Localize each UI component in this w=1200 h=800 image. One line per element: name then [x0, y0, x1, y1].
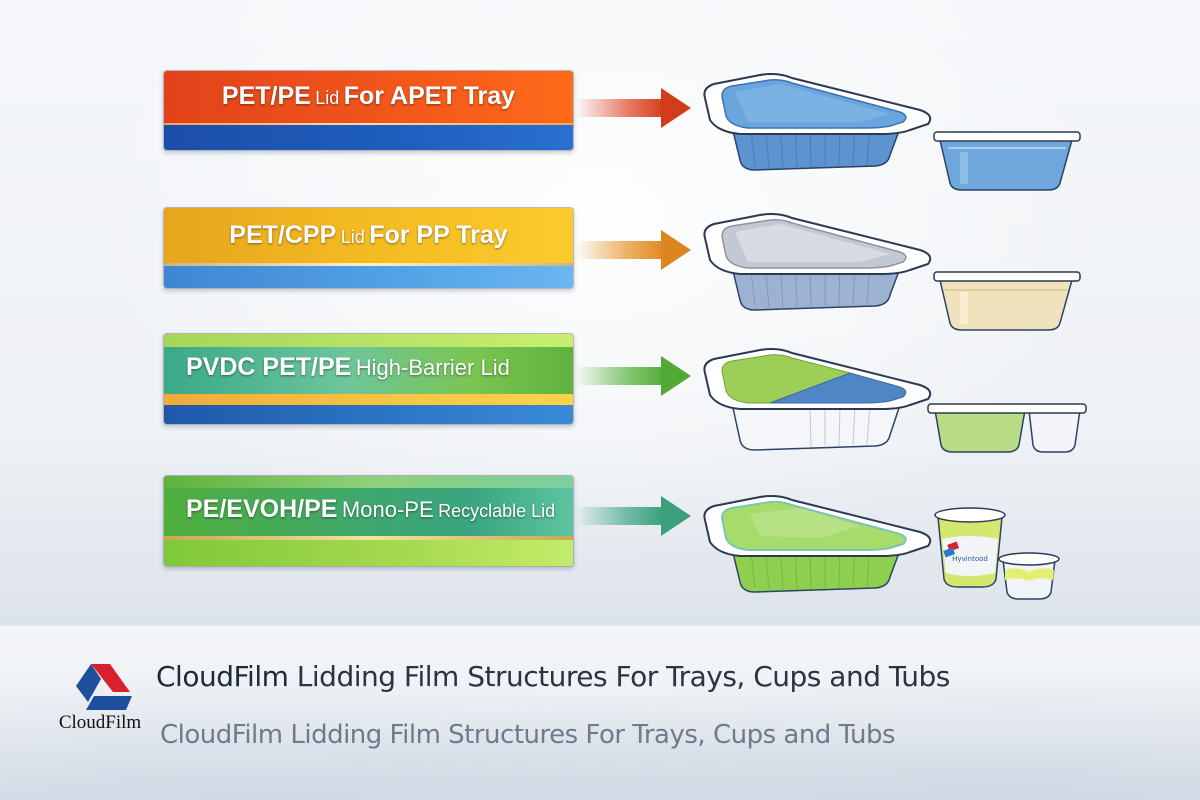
arrow-right-icon	[575, 496, 693, 536]
film-type-text: High-Barrier Lid	[355, 355, 510, 380]
film-bar-pet-cpp: PET/CPP Lid For PP Tray	[163, 207, 574, 289]
film-structure-text: PET/PE	[221, 82, 311, 110]
film-application-text: For PP Tray	[369, 221, 508, 249]
tub-large-icon: Hyvintood	[934, 507, 1006, 588]
round-cup-blue-icon	[933, 131, 1081, 191]
film-bar-pvdc-pet-pe: PVDC PET/PE High-Barrier Lid	[163, 333, 574, 425]
film-layer-adhesive	[164, 123, 573, 125]
film-layer-pe	[164, 125, 573, 150]
film-layer-pet	[164, 347, 573, 394]
film-layer-pet	[164, 71, 573, 123]
film-bar-pe-evoh-pe: PE/EVOH/PE Mono-PE Recyclable Lid	[163, 475, 574, 567]
film-layer-pvdc	[164, 334, 573, 347]
arrow-right-icon	[575, 88, 693, 128]
cloudfilm-logo-icon	[76, 664, 132, 710]
svg-text:Hyvintood: Hyvintood	[952, 555, 988, 563]
film-layer-evoh	[164, 488, 573, 536]
film-bar-pet-pe: PET/PE Lid For APET Tray	[163, 70, 574, 151]
film-structure-text: PVDC PET/PE	[186, 353, 352, 381]
film-layer-pe	[164, 405, 573, 424]
footer-band	[0, 625, 1200, 800]
film-layer-adhesive	[164, 394, 573, 405]
film-application-text: Recyclable Lid	[438, 501, 556, 521]
film-type-text: Lid	[340, 227, 365, 247]
film-layer-cpp	[164, 266, 573, 288]
film-type-text: Mono-PE	[341, 497, 434, 522]
film-structure-text: PE/EVOH/PE	[186, 495, 338, 523]
film-layer-pe-inner	[164, 540, 573, 566]
rectangular-tray-green-icon	[703, 495, 932, 593]
logo-text: CloudFilm	[58, 712, 142, 733]
film-layer-pe-outer	[164, 476, 573, 488]
film-label: PE/EVOH/PE Mono-PE Recyclable Lid	[164, 495, 573, 524]
film-label: PET/CPP Lid For PP Tray	[164, 221, 573, 250]
rectangular-tray-silver-icon	[703, 213, 932, 311]
film-label: PVDC PET/PE High-Barrier Lid	[164, 353, 573, 382]
page-title: CloudFilm Lidding Film Structures For Tr…	[156, 660, 950, 693]
film-application-text: For APET Tray	[343, 82, 516, 110]
film-type-text: Lid	[315, 88, 340, 108]
arrow-right-icon	[575, 356, 693, 396]
tub-small-icon	[998, 552, 1060, 600]
title-rest: Lidding Film Structures For Trays, Cups …	[288, 660, 951, 693]
film-layer-tie	[164, 536, 573, 540]
film-label: PET/PE Lid For APET Tray	[164, 82, 573, 111]
round-cup-cream-icon	[933, 271, 1081, 331]
film-layer-pet	[164, 208, 573, 263]
cloudfilm-logo: CloudFilm	[50, 662, 150, 738]
arrow-right-icon	[575, 230, 693, 270]
film-structure-text: PET/CPP	[229, 221, 337, 249]
title-brand: CloudFilm	[156, 660, 289, 693]
two-compartment-tray-icon	[703, 348, 932, 451]
twin-cup-icon	[927, 403, 1087, 453]
rectangular-tray-blue-icon	[703, 73, 932, 171]
page-subtitle: CloudFilm Lidding Film Structures For Tr…	[160, 720, 896, 750]
film-layer-adhesive	[164, 263, 573, 266]
